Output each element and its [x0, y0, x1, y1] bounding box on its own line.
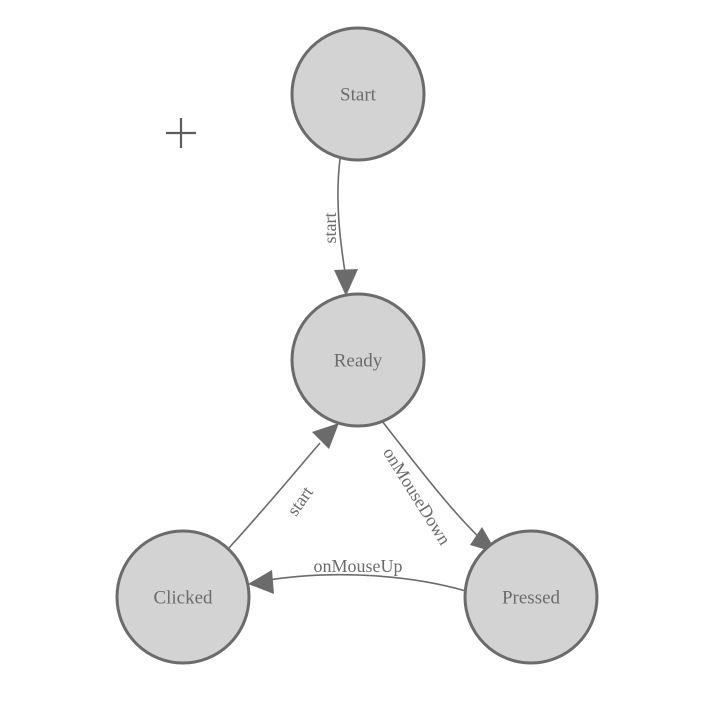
edge-path-ready-to-pressed — [381, 420, 484, 542]
edge-start-to-ready[interactable] — [334, 158, 358, 296]
node-pressed-label: Pressed — [502, 588, 561, 609]
edge-label-clicked-to-ready: start — [283, 483, 317, 520]
node-ready[interactable]: Ready — [290, 292, 426, 428]
node-ready-circle[interactable] — [290, 292, 426, 428]
crosshair-icon — [166, 118, 196, 148]
edge-path-clicked-to-ready — [227, 442, 321, 550]
arrowhead-pressed-to-clicked — [248, 570, 274, 594]
node-clicked[interactable]: Clicked — [115, 529, 251, 665]
node-start[interactable]: Start — [290, 26, 426, 162]
node-start-label: Start — [340, 85, 377, 106]
node-clicked-circle[interactable] — [115, 529, 251, 665]
node-start-circle[interactable] — [290, 26, 426, 162]
edge-path-pressed-to-clicked — [262, 573, 467, 592]
arrowhead-start-to-ready — [334, 269, 358, 296]
node-pressed[interactable]: Pressed — [463, 529, 599, 665]
edge-path-start-to-ready — [337, 158, 346, 273]
edge-clicked-to-ready[interactable] — [227, 423, 339, 550]
edge-label-ready-to-pressed: onMouseDown — [379, 444, 455, 549]
edge-pressed-to-clicked[interactable] — [248, 570, 467, 594]
arrowhead-clicked-to-ready — [312, 423, 339, 449]
node-pressed-circle[interactable] — [463, 529, 599, 665]
edge-label-start-to-ready: start — [320, 213, 340, 244]
node-ready-label: Ready — [334, 351, 383, 372]
edge-label-pressed-to-clicked: onMouseUp — [314, 556, 403, 576]
node-clicked-label: Clicked — [153, 588, 213, 609]
